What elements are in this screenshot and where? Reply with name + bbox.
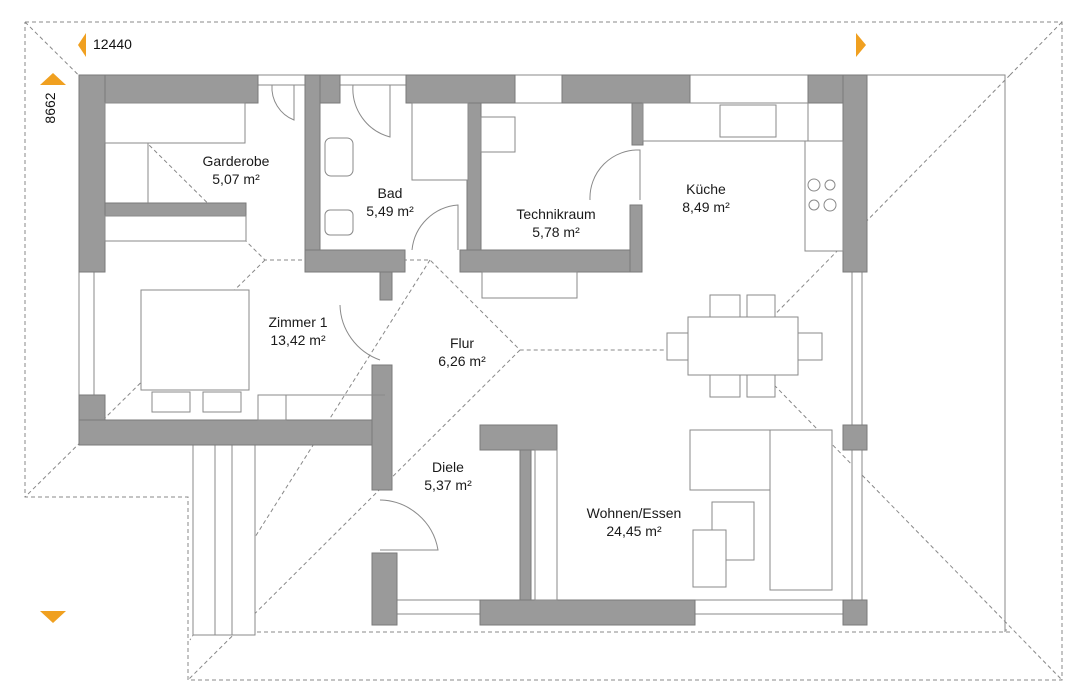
- terrace: [192, 74, 1006, 636]
- arrow-down-icon: [40, 611, 66, 623]
- windows: [78, 74, 863, 615]
- dimension-arrows: [40, 33, 866, 623]
- depth-dimension: 8662: [42, 92, 58, 124]
- width-dimension: 12440: [93, 36, 132, 52]
- arrow-left-icon: [78, 33, 86, 57]
- arrow-up-icon: [40, 73, 66, 85]
- furniture: [104, 102, 844, 601]
- doors: [271, 84, 641, 551]
- arrow-right-icon: [856, 33, 866, 57]
- walls: [78, 74, 868, 626]
